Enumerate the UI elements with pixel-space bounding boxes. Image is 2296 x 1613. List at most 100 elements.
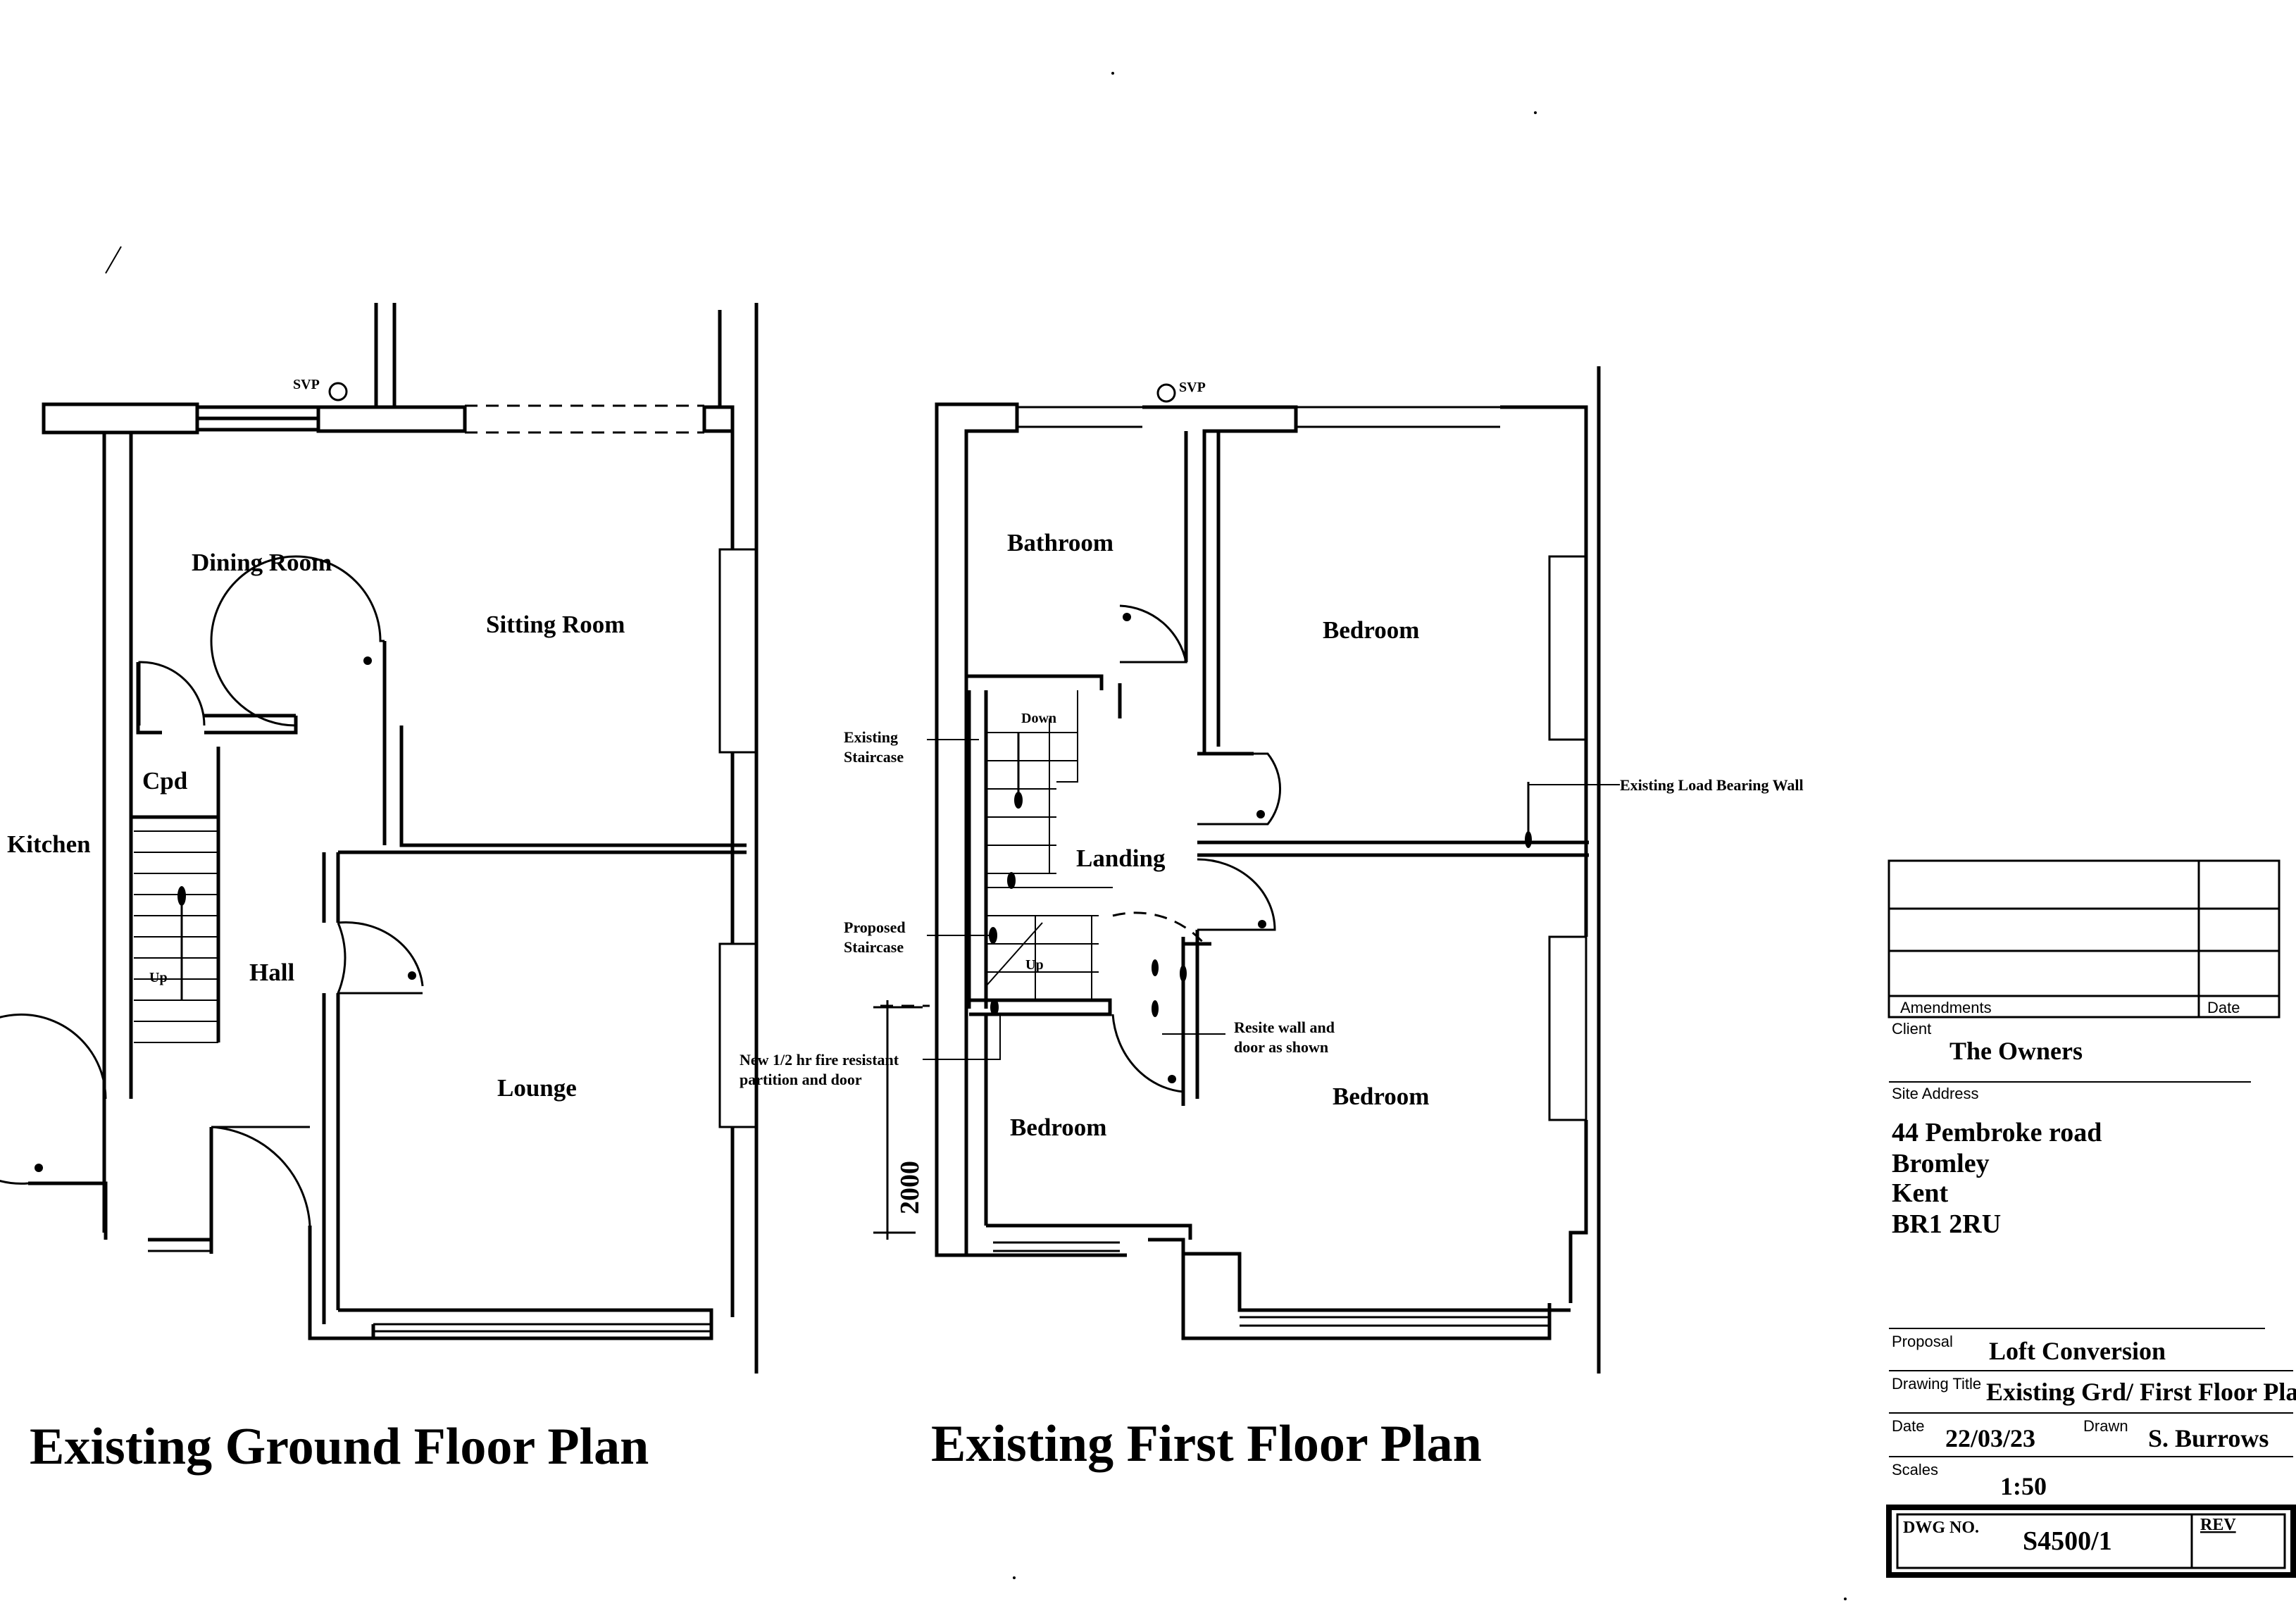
gf-top-wall-mid bbox=[316, 405, 467, 433]
gf-stair-up-label: Up bbox=[149, 970, 168, 985]
gf-door-hall bbox=[210, 555, 385, 727]
gf-bottom-wall bbox=[308, 1226, 713, 1340]
proposal-label: Proposal bbox=[1892, 1333, 1953, 1350]
ff-stair-up-label: Up bbox=[1025, 957, 1044, 973]
address-line-4: BR1 2RU bbox=[1892, 1209, 2001, 1239]
gf-door-hall-knob bbox=[363, 656, 372, 665]
gf-door-front-knob bbox=[35, 1164, 43, 1172]
scan-marks bbox=[105, 72, 1847, 1600]
ff-room-bathroom: Bathroom bbox=[1007, 529, 1113, 556]
gf-door-front bbox=[0, 1013, 107, 1185]
ff-stair-marker-up bbox=[989, 927, 997, 944]
ff-small-bedroom-walls bbox=[937, 1014, 1192, 1257]
gf-door-cpd bbox=[138, 661, 206, 726]
drawn-label: Drawn bbox=[2083, 1417, 2128, 1435]
amendments-grid bbox=[1889, 861, 2279, 1017]
ff-window-right-upper bbox=[1548, 555, 1587, 741]
client-value: The Owners bbox=[1949, 1037, 2083, 1065]
ff-svp-label: SVP bbox=[1179, 380, 1206, 395]
ff-resite-door-dashed bbox=[1112, 911, 1206, 945]
gf-svp-label: SVP bbox=[293, 377, 320, 392]
scan-mark-slash bbox=[105, 246, 122, 274]
ff-door-bedroom-front bbox=[1197, 752, 1281, 826]
ff-stair-down-label: Down bbox=[1021, 711, 1056, 726]
gf-entrance-walls bbox=[28, 1099, 213, 1254]
ff-resite-marker-a bbox=[1152, 959, 1159, 976]
ff-resite-marker-c bbox=[1180, 965, 1187, 982]
ff-door-bedroom-rear-knob bbox=[1258, 920, 1266, 928]
ff-dimension-line bbox=[873, 1000, 923, 1240]
ff-load-bearing-dot bbox=[1525, 831, 1532, 848]
ff-svp-symbol bbox=[1156, 383, 1176, 403]
dwg-no-value: S4500/1 bbox=[2023, 1526, 2112, 1556]
ff-resite-marker-b bbox=[1152, 1000, 1159, 1017]
drawing-title-value: Existing Grd/ First Floor Plan bbox=[1986, 1378, 2296, 1406]
gf-lounge-left-wall bbox=[322, 852, 340, 1324]
address-line-3: Kent bbox=[1892, 1178, 1949, 1208]
amendments-label: Amendments bbox=[1900, 999, 1992, 1016]
scale-value: 1:50 bbox=[2000, 1472, 2047, 1500]
gf-window-right-lower bbox=[718, 942, 758, 1128]
ff-stair-outline bbox=[967, 690, 1112, 1016]
ff-right-wall-lower bbox=[1568, 740, 1588, 1303]
gf-extension-left bbox=[374, 303, 397, 407]
gf-room-hall: Hall bbox=[249, 959, 294, 986]
gf-window-right-upper bbox=[718, 548, 758, 754]
gf-door-lounge-swing bbox=[337, 921, 424, 987]
ff-door-small-bedroom-knob bbox=[1168, 1075, 1176, 1083]
rev-label: REV bbox=[2200, 1516, 2236, 1534]
ff-note-existing-staircase-1: Existing bbox=[844, 728, 898, 746]
ff-room-bedroom-rear: Bedroom bbox=[1333, 1083, 1429, 1110]
ff-stair-marker-mid bbox=[1007, 872, 1016, 889]
ff-window-right-lower bbox=[1548, 935, 1587, 1121]
gf-top-wall-right bbox=[702, 405, 735, 433]
gf-room-kitchen: Kitchen bbox=[7, 830, 91, 858]
ff-window-bathroom bbox=[1017, 406, 1142, 428]
ff-dimension-label: 2000 bbox=[895, 1161, 925, 1214]
gf-window-porch bbox=[148, 1238, 211, 1252]
gf-door-lounge-knob bbox=[408, 971, 416, 980]
ff-note-proposed-staircase-2: Staircase bbox=[844, 938, 904, 956]
drawn-value: S. Burrows bbox=[2148, 1424, 2269, 1452]
ff-plan-title: Existing First Floor Plan bbox=[931, 1415, 1482, 1473]
ff-stair-treads-existing bbox=[986, 690, 1078, 874]
ff-bedroom-rear-walls bbox=[1148, 942, 1571, 1340]
drawing-title-label: Drawing Title bbox=[1892, 1375, 1981, 1393]
ff-door-bedroom-rear bbox=[1197, 858, 1276, 931]
scan-speck-2 bbox=[1534, 111, 1537, 114]
gf-kitchen-wall bbox=[102, 432, 133, 1099]
ff-room-bedroom-small: Bedroom bbox=[1010, 1114, 1106, 1141]
ff-partition-leader bbox=[923, 1014, 1001, 1060]
ff-door-bedroom-front-knob bbox=[1256, 810, 1265, 818]
dwg-box-inner bbox=[1896, 1513, 2286, 1569]
ff-room-landing: Landing bbox=[1076, 845, 1166, 872]
ff-note-load-bearing: Existing Load Bearing Wall bbox=[1620, 776, 1804, 794]
ff-resite-wall bbox=[1181, 930, 1199, 1106]
gf-hall-wall bbox=[382, 641, 747, 847]
gf-opening-dashed bbox=[465, 404, 704, 434]
gf-stair-treads bbox=[134, 830, 218, 1043]
ff-stair-treads-proposed bbox=[985, 887, 1113, 1000]
scan-speck-3 bbox=[1844, 1598, 1847, 1600]
scan-speck-1 bbox=[1111, 72, 1114, 75]
ff-note-partition-2: partition and door bbox=[740, 1071, 862, 1088]
gf-room-dining: Dining Room bbox=[192, 549, 332, 576]
gf-lounge-top-wall bbox=[336, 850, 747, 923]
ff-note-proposed-staircase-1: Proposed bbox=[844, 918, 906, 936]
gf-cupboard-walls bbox=[131, 662, 298, 1042]
site-address-label: Site Address bbox=[1892, 1085, 1979, 1102]
ff-note-partition-1: New 1/2 hr fire resistant bbox=[740, 1051, 899, 1069]
ff-bathroom-walls bbox=[966, 431, 1221, 754]
ff-window-bedroom-rear bbox=[1240, 1316, 1549, 1327]
gf-door-lounge bbox=[336, 922, 423, 995]
ff-window-small-bedroom bbox=[993, 1241, 1120, 1252]
date-value: 22/03/23 bbox=[1945, 1424, 2035, 1452]
ground-floor-plan: SVP Dining Room Sitting Room Kitchen Cpd… bbox=[0, 303, 759, 1476]
gf-window-top-left bbox=[197, 405, 318, 432]
dwg-box-outer bbox=[1886, 1505, 2296, 1578]
gf-window-bottom bbox=[373, 1323, 711, 1333]
ff-top-wall-right bbox=[1500, 366, 1601, 1374]
ff-door-small-bedroom bbox=[1111, 1014, 1185, 1093]
gf-top-wall bbox=[42, 402, 199, 435]
